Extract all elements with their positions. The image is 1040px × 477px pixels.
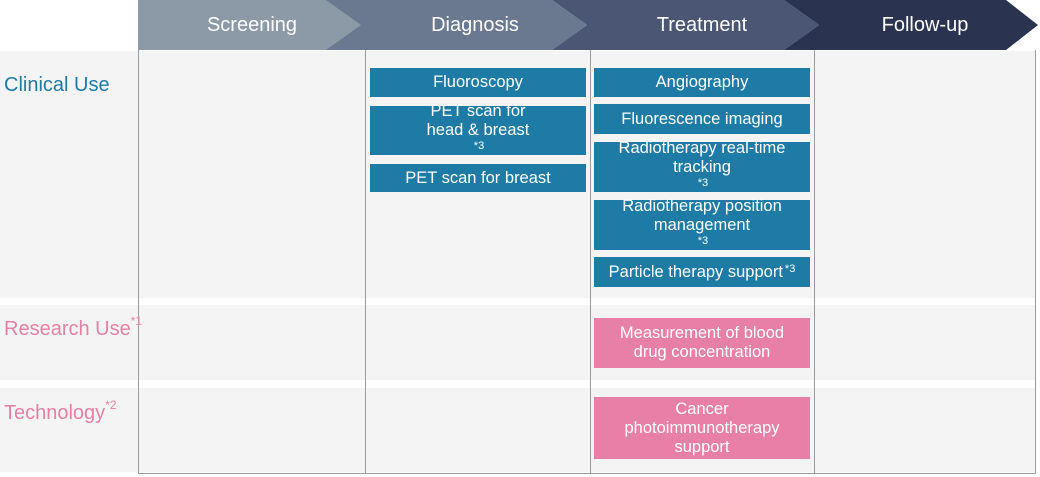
technology-band	[0, 388, 1036, 472]
box-pet-scan-head-breast: PET scan for head & breast*3	[370, 102, 586, 155]
row-label-technology: Technology*2	[4, 398, 117, 424]
box-angiography: Angiography	[594, 68, 810, 97]
stage-label-diagnosis: Diagnosis	[431, 14, 519, 36]
stage-chevron-diagnosis	[326, 0, 587, 50]
grid-line-bottom	[138, 473, 1036, 474]
grid-line-right	[1035, 50, 1036, 474]
box-measurement-blood-drug-concentration: Measurement of blood drug concentration	[594, 318, 810, 368]
box-footnote: *3	[473, 140, 485, 152]
stage-label-follow-up: Follow-up	[881, 14, 969, 36]
box-particle-therapy-support: Particle therapy support*3	[594, 257, 810, 287]
stage-header	[138, 0, 1038, 50]
row-label-clinical-use: Clinical Use	[4, 74, 110, 96]
research-use-footnote: *1	[130, 314, 143, 328]
grid-line-diagnosis-treatment	[590, 50, 591, 474]
box-cancer-photoimmunotherapy-support: Cancer photoimmunotherapy support	[594, 397, 810, 459]
stage-chevron-follow-up	[784, 0, 1038, 50]
box-pet-scan-breast: PET scan for breast	[370, 164, 586, 192]
box-footnote: *3	[697, 176, 709, 189]
box-radiotherapy-real-time-tracking: Radiotherapy real-time tracking*3	[594, 139, 810, 192]
box-radiotherapy-position-management: Radiotherapy position management*3	[594, 197, 810, 250]
box-footnote: *3	[784, 262, 796, 275]
stage-chevron-treatment	[552, 0, 819, 50]
grid-line-left	[138, 50, 139, 474]
grid-line-screening-diagnosis	[365, 50, 366, 474]
grid-line-treatment-follow-up	[814, 50, 815, 474]
research-use-band	[0, 305, 1036, 380]
stage-chevron-screening	[138, 0, 371, 50]
box-fluoroscopy: Fluoroscopy	[370, 68, 586, 97]
technology-footnote: *2	[105, 398, 117, 412]
box-fluorescence-imaging: Fluorescence imaging	[594, 104, 810, 134]
box-footnote: *3	[697, 234, 709, 247]
stage-label-treatment: Treatment	[656, 14, 748, 36]
stage-label-screening: Screening	[206, 14, 298, 36]
row-label-research-use: Research Use*1	[4, 314, 143, 340]
